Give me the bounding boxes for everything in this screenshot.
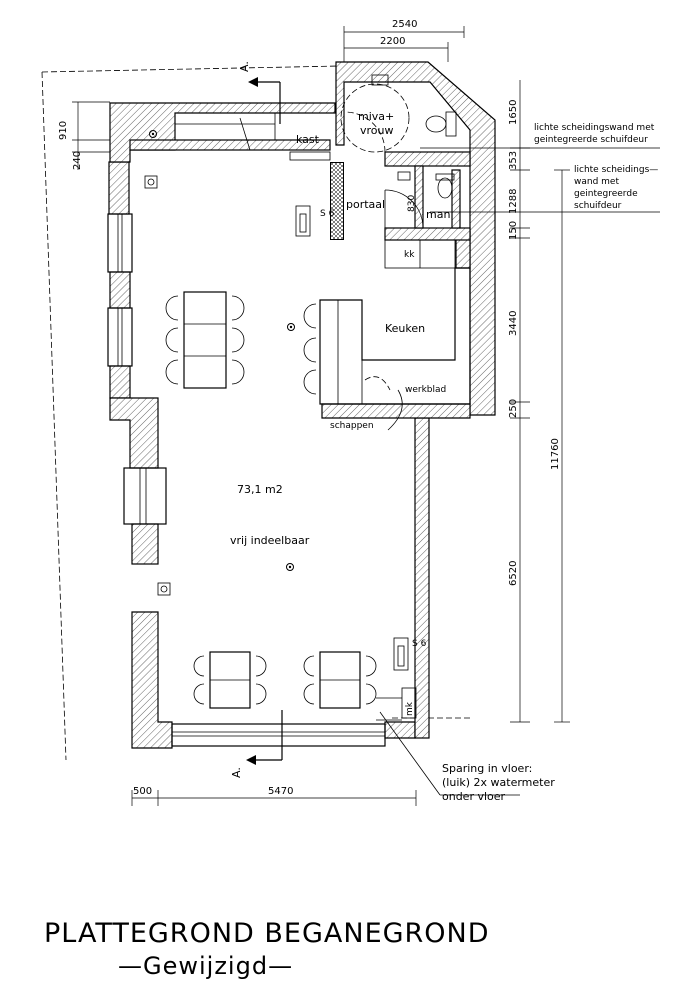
- shelves-label: schappen: [330, 421, 374, 431]
- floor-opening-note-line1: Sparing in vloer:: [442, 762, 532, 775]
- dim-353: 353: [508, 151, 519, 170]
- interior-walls: [239, 74, 471, 269]
- dim-2200: 2200: [380, 36, 405, 47]
- meter-box-label: mk: [405, 701, 415, 716]
- table-group-bottom-left: [193, 651, 267, 709]
- floor-opening-note-line3: onder vloer: [442, 790, 506, 803]
- dim-1650: 1650: [508, 100, 519, 125]
- toilet-women-label: vrouw: [360, 124, 394, 137]
- dim-11760: 11760: [550, 438, 561, 470]
- dim-250: 250: [508, 399, 519, 418]
- drawing-subtitle: —Gewijzigd—: [118, 952, 293, 980]
- closet-label: kast: [296, 133, 320, 146]
- dim-910: 910: [58, 121, 69, 140]
- section-marker-top: [248, 77, 281, 124]
- partition-note-2-line4: schuifdeur: [574, 201, 622, 211]
- kitchen-stools: [303, 303, 317, 395]
- table-group-top-left: [165, 291, 245, 389]
- partition-note-2-line2: wand met: [574, 177, 619, 187]
- kitchen-label: Keuken: [385, 322, 425, 335]
- kitchen-counter: [319, 267, 471, 431]
- section-label-top: A.: [238, 61, 251, 72]
- partition-note-2-line1: lichte scheidings—: [574, 165, 658, 175]
- fire-sign-bottom: S 6: [412, 639, 427, 649]
- drawing-title: PLATTEGROND BEGANEGROND: [44, 918, 490, 949]
- note-leaders: [379, 147, 660, 796]
- section-marker-bottom: [246, 710, 283, 765]
- ceiling-points: [149, 130, 295, 571]
- portal-label: portaal: [346, 198, 385, 211]
- dim-3440: 3440: [508, 311, 519, 336]
- dim-6520: 6520: [508, 561, 519, 586]
- counter-label: werkblad: [405, 385, 446, 395]
- fire-extinguisher-bottom-icon: [393, 637, 409, 671]
- toilet-men-label: man: [426, 208, 450, 221]
- dim-5470: 5470: [268, 786, 293, 797]
- dim-500: 500: [133, 786, 152, 797]
- fire-sign-top: S 6: [320, 209, 335, 219]
- section-label-bottom: A.: [230, 767, 243, 778]
- dim-1288: 1288: [508, 189, 519, 214]
- dim-240: 240: [72, 151, 83, 170]
- floor-opening-note-line2: (luik) 2x watermeter: [442, 776, 555, 789]
- area-label: 73,1 m2: [237, 483, 283, 496]
- partition-note-2-line3: geintegreerde: [574, 189, 638, 199]
- dimension-lines: [72, 26, 570, 806]
- windows: [107, 112, 386, 747]
- table-group-bottom-right: [303, 651, 377, 709]
- partition-note-1-line2: geintegreerde schuifdeur: [534, 135, 648, 145]
- toilet-accessible-label: miva+: [358, 110, 394, 123]
- fridge-label: kk: [404, 250, 415, 260]
- dim-150: 150: [508, 221, 519, 240]
- meter-box: [401, 687, 417, 719]
- partition-note-1-line1: lichte scheidingswand met: [534, 123, 655, 133]
- fire-extinguisher-top-icon: [295, 205, 311, 237]
- free-layout-label: vrij indeelbaar: [230, 534, 310, 547]
- dim-2540: 2540: [392, 19, 417, 30]
- door-width-label: 830: [407, 195, 417, 212]
- outlet-symbols: [144, 175, 171, 596]
